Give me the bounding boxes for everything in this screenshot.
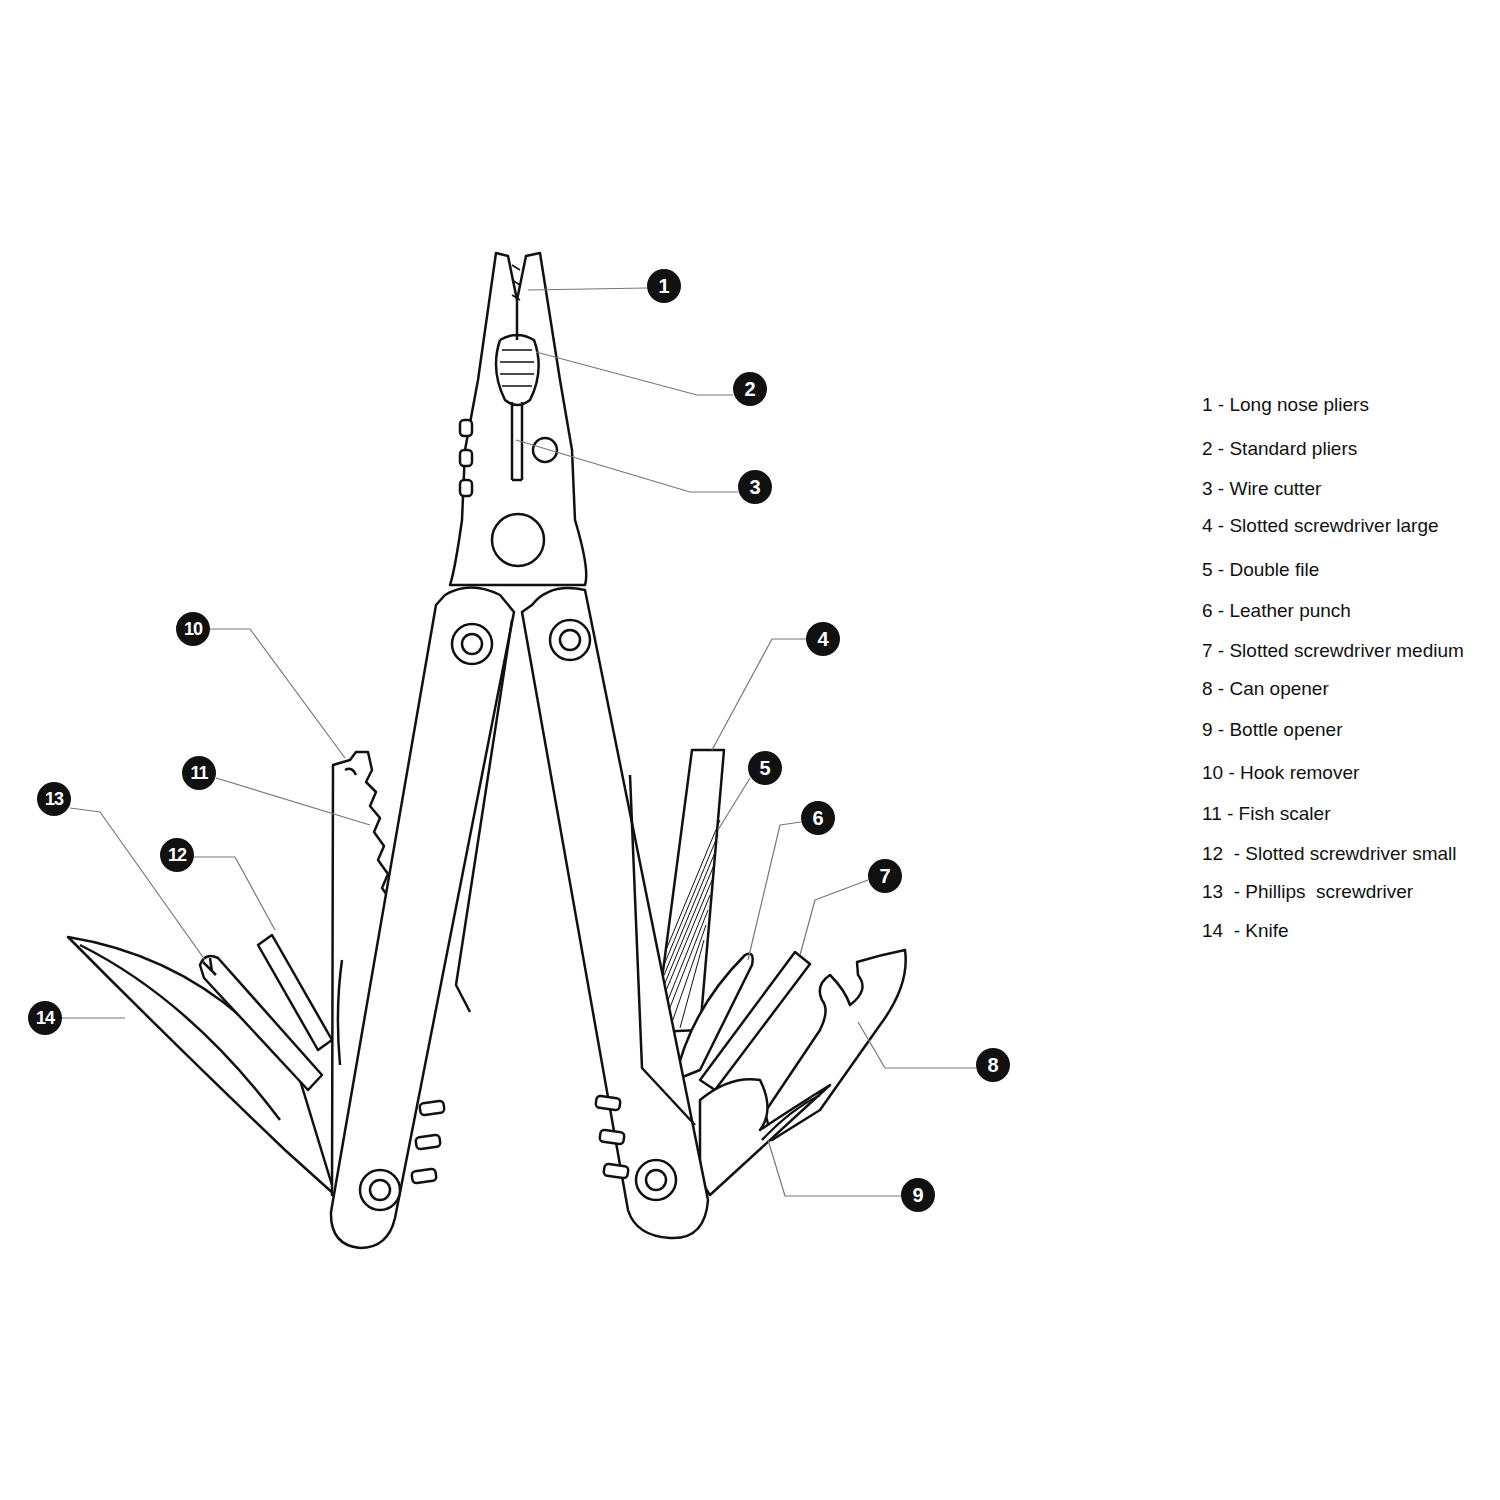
screw [560,630,580,650]
handle-slot [419,1100,444,1115]
callout-circle: 8 [976,1048,1010,1082]
callout-circle: 7 [868,859,902,893]
callout-number: 3 [749,477,760,497]
screw [646,1170,666,1190]
jaw-serrations [500,265,534,386]
callout-circle: 6 [801,801,835,835]
part-name: 2 - Standard pliers [1202,439,1357,458]
handle-slot [411,1168,436,1183]
knife-edge [80,945,280,1120]
leader-line [210,629,345,758]
handle-slot [603,1163,628,1178]
wire-hole [533,438,557,462]
grip-slot [460,480,472,496]
callout-number: 8 [987,1055,998,1075]
part-name: 6 - Leather punch [1202,601,1351,620]
part-name: 1 - Long nose pliers [1202,395,1369,414]
callout-number: 11 [190,764,207,782]
handle-slot [595,1095,620,1110]
leader-line [70,808,205,960]
callout-number: 9 [912,1185,923,1205]
callout-number: 2 [744,379,755,399]
callout-circle: 14 [28,1001,62,1035]
callout-number: 6 [812,808,823,828]
screw [360,1170,400,1210]
callout-circle: 4 [806,622,840,656]
leader-line [528,288,647,290]
part-name: 13 - Phillips screwdriver [1202,882,1413,901]
slotted-screwdriver-small [258,935,332,1050]
leader-line [748,822,801,960]
leader-line [800,880,868,955]
right-handle [522,588,708,1238]
screw [462,634,482,654]
leader-line [194,857,275,930]
part-name: 4 - Slotted screwdriver large [1202,516,1439,535]
callout-number: 5 [759,758,770,778]
callout-circle: 1 [647,269,681,303]
leader-line [768,1140,901,1196]
part-name: 12 - Slotted screwdriver small [1202,844,1456,863]
leader-line [516,440,738,492]
callout-circle: 11 [182,756,216,790]
callout-circle: 9 [901,1178,935,1212]
callout-number: 7 [879,866,890,886]
leader-line [858,1022,976,1068]
leader-line [536,352,733,395]
leader-line [718,778,750,830]
leader-line [712,639,806,750]
handle-slot [415,1134,440,1149]
grip-slot [460,420,472,436]
part-name: 8 - Can opener [1202,679,1329,698]
callout-number: 4 [817,629,828,649]
grip-slot [460,450,472,466]
phillips-tip [203,958,216,975]
callout-circle: 12 [160,838,194,872]
leader-line [62,1017,125,1018]
part-name: 3 - Wire cutter [1202,479,1321,498]
hook-remover-notch [345,769,356,775]
right-handle-channel [630,775,695,1125]
callout-number: 13 [45,790,63,808]
part-name: 14 - Knife [1202,921,1289,940]
part-name: 11 - Fish scaler [1202,804,1330,823]
pliers-head [450,253,586,585]
handle-slot [599,1129,624,1144]
screw [370,1180,390,1200]
callout-number: 10 [184,620,202,638]
leader-lines [62,288,976,1196]
fish-scaler-recess [338,960,342,1065]
part-name: 9 - Bottle opener [1202,720,1342,739]
screw [550,620,590,660]
leader-line [216,778,370,825]
callout-number: 12 [168,846,186,864]
left-handle [331,588,514,1249]
callout-number: 1 [658,276,669,296]
bottle-opener [700,1079,830,1195]
pivot [492,514,544,566]
screw [636,1160,676,1200]
screw [452,624,492,664]
callout-number: 14 [36,1009,54,1027]
bottle-opener-slot [762,1095,820,1140]
callout-circle: 5 [748,751,782,785]
part-name: 7 - Slotted screwdriver medium [1202,641,1464,660]
left-handle-channel [456,620,512,1012]
part-name: 5 - Double file [1202,560,1319,579]
callout-circle: 13 [37,782,71,816]
callout-circle: 3 [738,470,772,504]
part-name: 10 - Hook remover [1202,763,1359,782]
callout-circle: 2 [733,372,767,406]
callout-circle: 10 [176,612,210,646]
